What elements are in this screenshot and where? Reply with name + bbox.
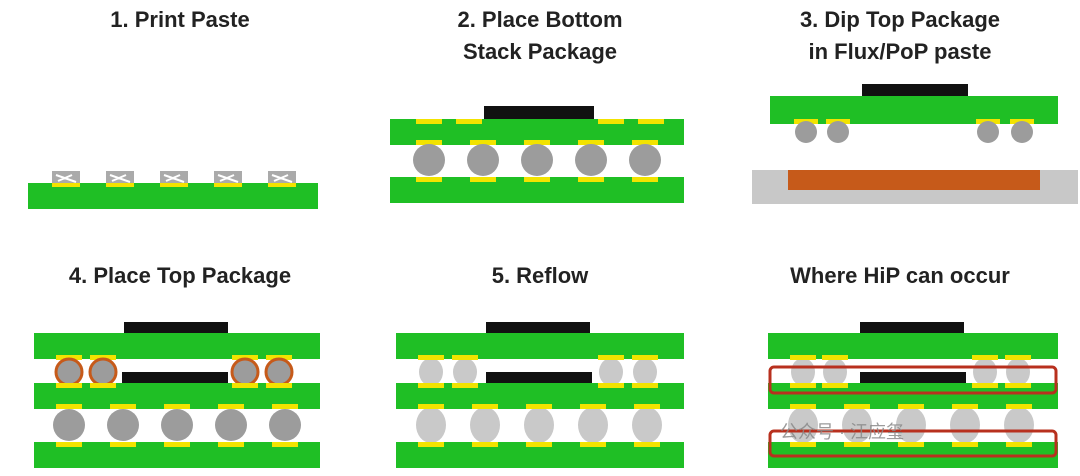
panel-title: 1. Print Paste (110, 7, 250, 32)
bottom-die (860, 372, 966, 385)
reflow-illustration (396, 322, 684, 468)
panel-reflow: 5. Reflow (360, 238, 720, 476)
panel-title-line-1: 2. Place Bottom (457, 7, 623, 32)
place-bottom-illustration (390, 106, 684, 203)
top-die (486, 322, 590, 335)
dip-tray (752, 170, 1078, 204)
panel-title: Where HiP can occur (790, 263, 1010, 288)
panel-place-bottom: 2. Place Bottom Stack Package (360, 0, 720, 238)
top-die (124, 322, 228, 335)
panel-dip-top: 3. Dip Top Package in Flux/PoP paste (720, 0, 1080, 238)
print-paste-illustration (28, 171, 318, 209)
panel-title-line-1: 3. Dip Top Package (799, 7, 1001, 32)
panel-print-paste: 1. Print Paste (0, 0, 360, 238)
bottom-die (486, 372, 592, 385)
flux-paste (788, 170, 1040, 190)
top-die (860, 322, 964, 335)
panel-title: 4. Place Top Package (68, 263, 292, 288)
hip-region-highlight-top (768, 365, 1058, 395)
top-solder-balls (54, 357, 294, 387)
panel-title-line-2: Stack Package (462, 39, 618, 64)
die (862, 84, 968, 98)
panel-hip-locations: Where HiP can occur (720, 238, 1080, 476)
top-package-substrate (34, 333, 320, 359)
reflowed-bottom-joints (416, 407, 662, 443)
panel-title: 5. Reflow (491, 263, 589, 288)
pads (52, 183, 296, 187)
top-package-substrate (768, 333, 1058, 359)
panel-title-line-2: in Flux/PoP paste (808, 39, 992, 64)
reflowed-top-joints (419, 358, 657, 386)
hip-region-highlight-bottom (768, 429, 1058, 458)
top-package-substrate (396, 333, 684, 359)
watermark-text: 公众号 · 江应玺 (780, 422, 904, 442)
place-top-illustration (34, 322, 320, 468)
panel-place-top: 4. Place Top Package (0, 238, 360, 476)
top-solder-balls (795, 121, 1033, 143)
die (484, 106, 594, 121)
dip-top-illustration (752, 84, 1078, 204)
pcb-board (28, 183, 318, 209)
bottom-die (122, 372, 228, 385)
board-pads (416, 177, 658, 182)
solder-balls (413, 144, 661, 176)
package-pads (416, 119, 664, 145)
hip-locations-illustration (768, 322, 1058, 468)
